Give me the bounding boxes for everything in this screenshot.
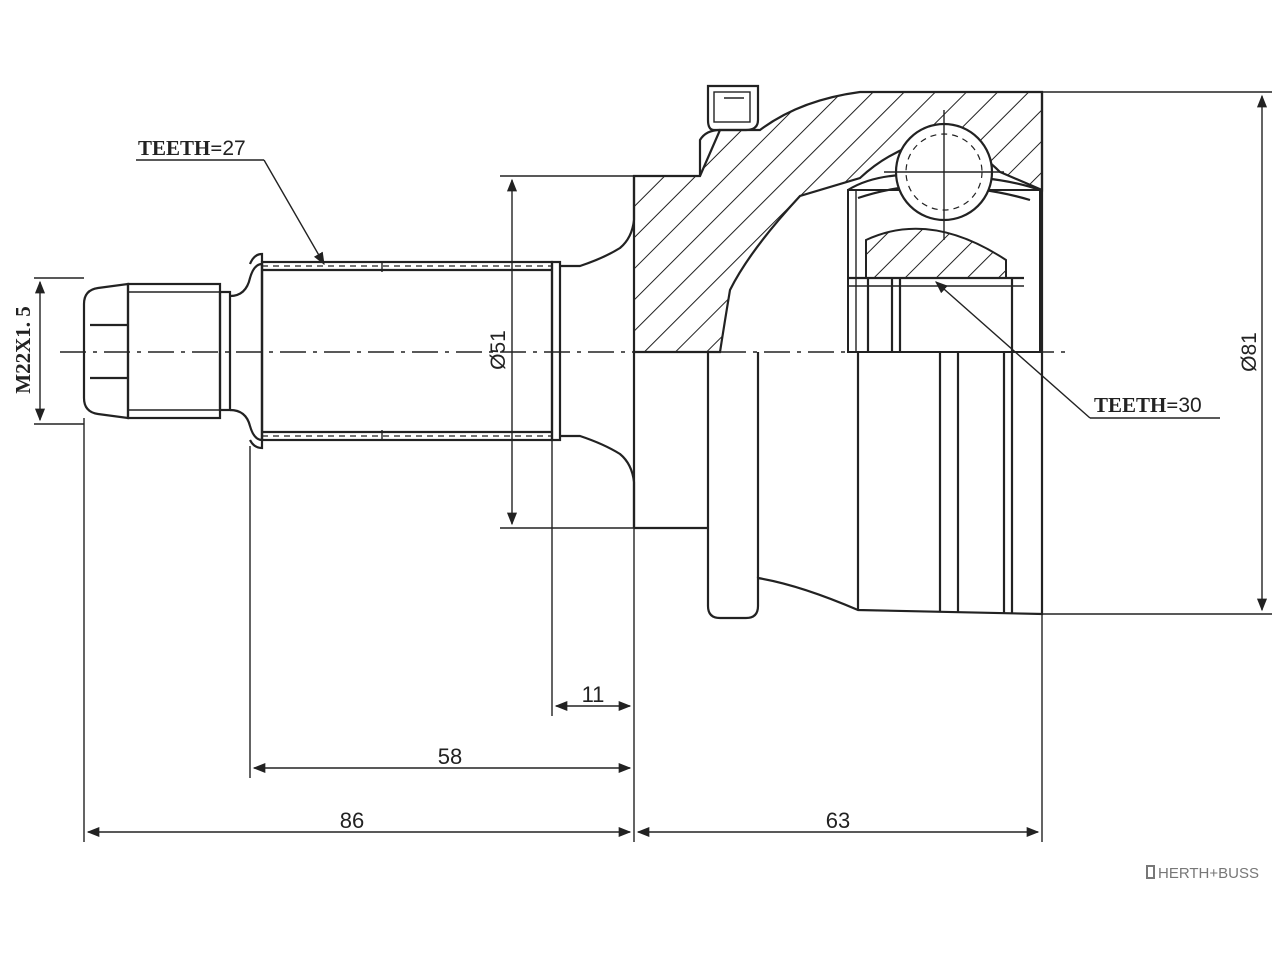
outer-spline-count: 27	[222, 137, 245, 160]
outer-spline-callout	[136, 159, 325, 266]
inner-spline-callout	[935, 281, 1220, 419]
outer-spline-separator: =	[210, 136, 222, 160]
inner-spline-count: 30	[1178, 394, 1201, 417]
inner-spline-separator: =	[1166, 393, 1178, 417]
threaded-end	[82, 262, 264, 442]
herth-buss-logo-icon	[1146, 865, 1155, 879]
shaft-diameter-dimension	[500, 175, 634, 529]
inner-spline-label: TEETH=30	[1094, 393, 1202, 417]
dimension-58-label: 58	[438, 744, 462, 769]
inner-race-section	[847, 110, 1041, 353]
dimension-11-label: 11	[582, 682, 605, 707]
brand-text: HERTH+BUSS	[1158, 865, 1259, 882]
outer-spline-teeth-word: TEETH	[138, 136, 210, 160]
shaft-diameter-label: Ø51	[487, 330, 510, 370]
dimension-63-label: 63	[826, 808, 850, 833]
bell-diameter-label: Ø81	[1238, 332, 1261, 372]
extension-lines	[83, 418, 1043, 842]
bell-diameter-dimension	[1042, 91, 1272, 615]
outer-bell-exterior	[632, 352, 1044, 620]
splined-shaft	[248, 176, 636, 528]
dimension-86-label: 86	[340, 808, 364, 833]
inner-spline-teeth-word: TEETH	[1094, 393, 1166, 417]
thread-dimension	[34, 277, 84, 425]
outer-spline-label: TEETH=27	[138, 136, 246, 160]
thread-label: M22X1. 5	[11, 306, 35, 394]
